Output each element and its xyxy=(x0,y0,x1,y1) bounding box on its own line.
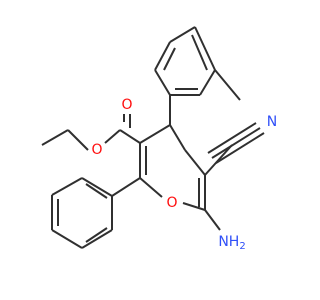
bond xyxy=(154,41,171,71)
bond xyxy=(163,47,176,71)
bond xyxy=(41,129,69,146)
bond xyxy=(194,26,216,71)
bond xyxy=(199,69,216,96)
molecule-canvas: O O O N NH2 xyxy=(41,26,278,252)
bond xyxy=(207,122,257,154)
atom-label: N xyxy=(267,114,277,130)
bond xyxy=(169,124,186,151)
bond xyxy=(215,132,265,164)
bond xyxy=(184,149,206,176)
molecule-structure: O O O N NH2 xyxy=(41,26,277,252)
amino-bond xyxy=(204,209,221,231)
bond xyxy=(191,34,208,71)
bond xyxy=(154,69,171,96)
bond xyxy=(119,129,141,144)
pyran-ring xyxy=(139,95,206,211)
atom-label: O xyxy=(166,195,177,211)
atom-label: NH2 xyxy=(218,234,245,252)
bond xyxy=(182,202,206,211)
phenyl-ring xyxy=(51,177,141,249)
bond xyxy=(111,177,141,197)
bond xyxy=(51,229,83,249)
bond xyxy=(104,129,121,144)
nitrile-group xyxy=(204,122,265,176)
ester-group xyxy=(41,114,141,151)
bond xyxy=(169,26,196,43)
bond xyxy=(67,129,89,151)
bond xyxy=(139,177,163,198)
atom-label: O xyxy=(121,97,132,113)
atom-label: O xyxy=(91,142,102,158)
bond xyxy=(214,69,241,101)
bond xyxy=(81,229,113,249)
bond xyxy=(51,177,83,196)
bond xyxy=(204,144,233,176)
tolyl-ring xyxy=(154,26,241,101)
bond xyxy=(85,227,108,243)
bond xyxy=(211,127,261,159)
bond xyxy=(85,183,108,199)
bond xyxy=(139,124,171,144)
bond xyxy=(81,177,113,197)
